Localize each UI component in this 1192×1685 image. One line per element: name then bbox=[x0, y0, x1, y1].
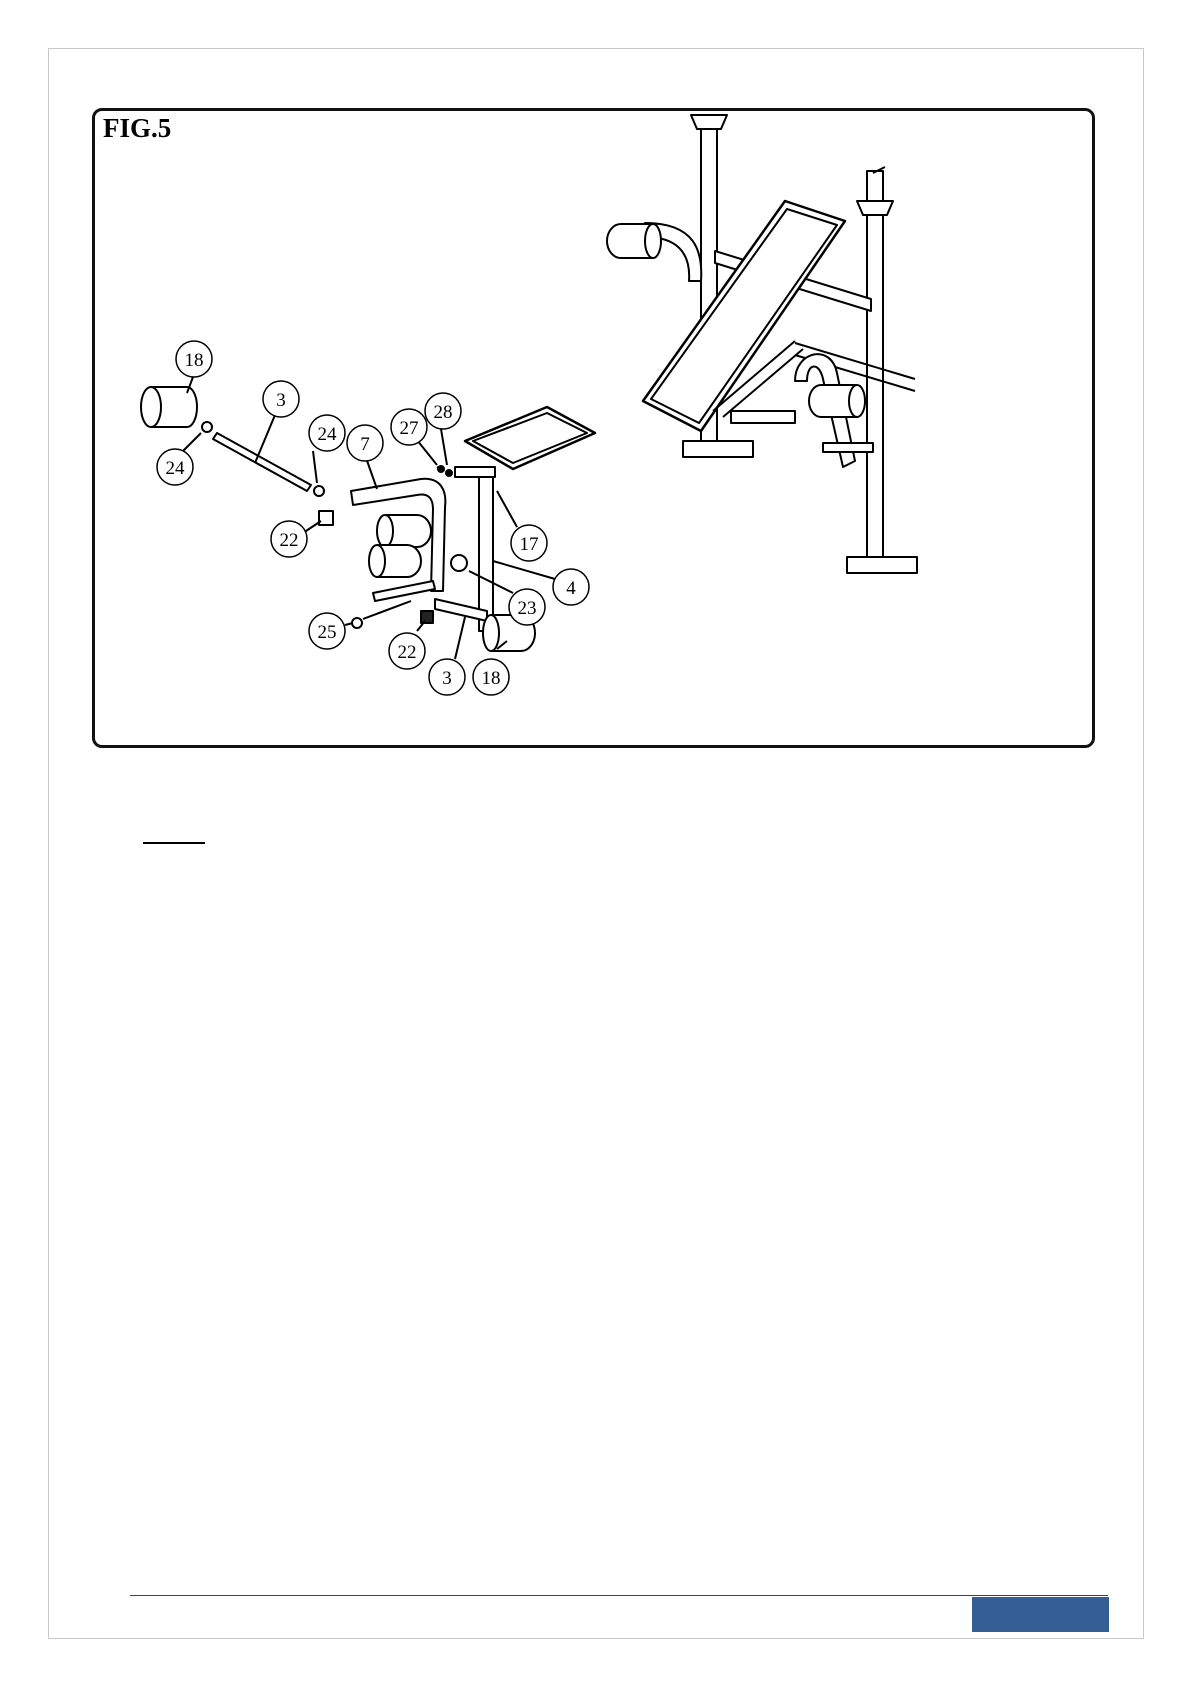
svg-text:25: 25 bbox=[318, 622, 337, 643]
callout-28: 28 bbox=[425, 393, 461, 429]
footer-page-tab bbox=[972, 1597, 1109, 1632]
svg-text:18: 18 bbox=[482, 668, 501, 689]
weight-bench-diagram: 18 24 3 24 7 27 28 22 bbox=[95, 111, 1092, 745]
svg-text:3: 3 bbox=[442, 668, 452, 689]
svg-text:17: 17 bbox=[520, 534, 539, 555]
callout-24-left: 24 bbox=[157, 449, 193, 485]
heading-underline bbox=[143, 842, 205, 844]
callout-27: 27 bbox=[391, 409, 427, 445]
callout-24-right: 24 bbox=[309, 415, 345, 451]
svg-text:27: 27 bbox=[400, 418, 419, 439]
callout-18-bottom: 18 bbox=[473, 659, 509, 695]
svg-text:7: 7 bbox=[360, 434, 370, 455]
callout-23: 23 bbox=[509, 589, 545, 625]
svg-text:24: 24 bbox=[318, 424, 338, 445]
callout-18-top: 18 bbox=[176, 341, 212, 377]
callout-25: 25 bbox=[309, 613, 345, 649]
callout-3-top: 3 bbox=[263, 381, 299, 417]
callout-17: 17 bbox=[511, 525, 547, 561]
svg-text:22: 22 bbox=[280, 530, 299, 551]
callout-22-bottom: 22 bbox=[389, 633, 425, 669]
svg-text:3: 3 bbox=[276, 390, 286, 411]
callout-22-left: 22 bbox=[271, 521, 307, 557]
callout-3-bottom: 3 bbox=[429, 659, 465, 695]
svg-text:4: 4 bbox=[566, 578, 576, 599]
svg-text:23: 23 bbox=[518, 598, 537, 619]
figure-frame: FIG.5 bbox=[92, 108, 1095, 748]
footer-rule bbox=[130, 1595, 1108, 1596]
svg-text:28: 28 bbox=[434, 402, 453, 423]
svg-text:24: 24 bbox=[166, 458, 186, 479]
callout-4: 4 bbox=[553, 569, 589, 605]
callout-7: 7 bbox=[347, 425, 383, 461]
svg-text:22: 22 bbox=[398, 642, 417, 663]
svg-text:18: 18 bbox=[185, 350, 204, 371]
